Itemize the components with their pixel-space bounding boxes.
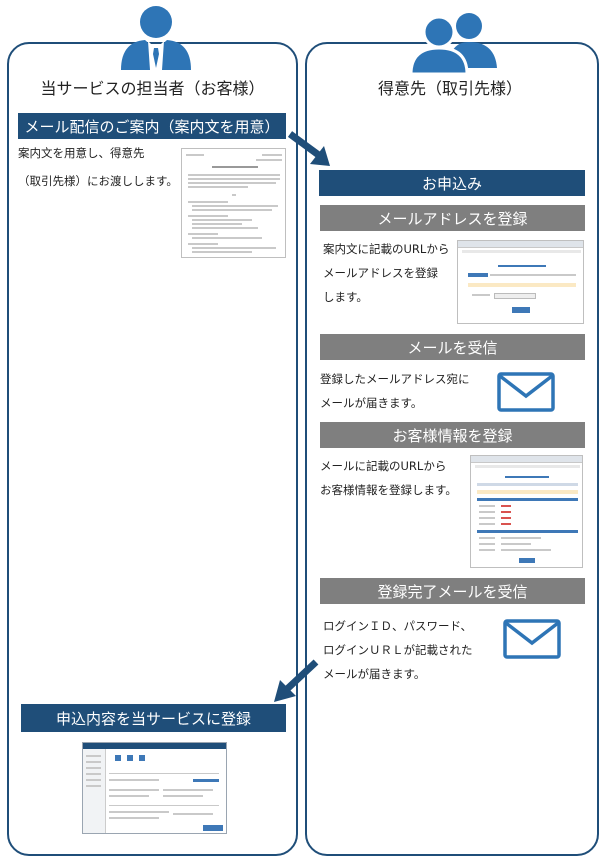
two-people-icon	[409, 13, 497, 74]
right-panel	[305, 42, 599, 856]
customer-info-registration-screenshot	[470, 455, 583, 568]
left-column-title: 当サービスの担当者（お客様）	[40, 79, 265, 98]
arrow-to-registration-icon	[274, 659, 319, 702]
step-invitation-text-line1: 案内文を用意し、得意先	[18, 146, 145, 160]
step-invitation-text-line2: （取引先様）にお渡しします。	[18, 174, 178, 188]
receive-email-text-line2: メールが届きます。	[320, 396, 423, 410]
person-with-tie-icon	[121, 6, 191, 70]
email-registration-screenshot	[457, 240, 584, 324]
receive-completion-email-text-line3: メールが届きます。	[323, 667, 426, 681]
right-column-title: 得意先（取引先様）	[377, 79, 522, 98]
receive-completion-email-text-line2: ログインＵＲＬが記載された	[323, 643, 473, 657]
register-email-text-line2: メールアドレスを登録	[323, 266, 438, 280]
register-email-text-line3: します。	[323, 290, 368, 304]
envelope-icon	[497, 372, 555, 412]
service-app-screenshot	[82, 742, 227, 834]
register-email-text-line1: 案内文に記載のURLから	[323, 242, 450, 256]
register-customer-info-text-line2: お客様情報を登録します。	[320, 483, 457, 497]
arrow-to-application-icon	[287, 131, 330, 166]
register-email-heading: メールアドレスを登録	[320, 205, 585, 231]
receive-email-text-line1: 登録したメールアドレス宛に	[320, 372, 470, 386]
envelope-icon	[503, 619, 561, 659]
receive-completion-email-heading: 登録完了メールを受信	[320, 578, 585, 604]
step-invitation-heading: メール配信のご案内（案内文を用意）	[18, 113, 286, 139]
register-customer-info-heading: お客様情報を登録	[320, 422, 585, 448]
receive-email-heading: メールを受信	[320, 334, 585, 360]
application-heading: お申込み	[319, 170, 585, 196]
invitation-document-thumbnail	[181, 148, 286, 258]
receive-completion-email-text-line1: ログインＩＤ、パスワード、	[323, 619, 473, 633]
register-application-heading: 申込内容を当サービスに登録	[21, 704, 286, 732]
register-customer-info-text-line1: メールに記載のURLから	[320, 459, 447, 473]
